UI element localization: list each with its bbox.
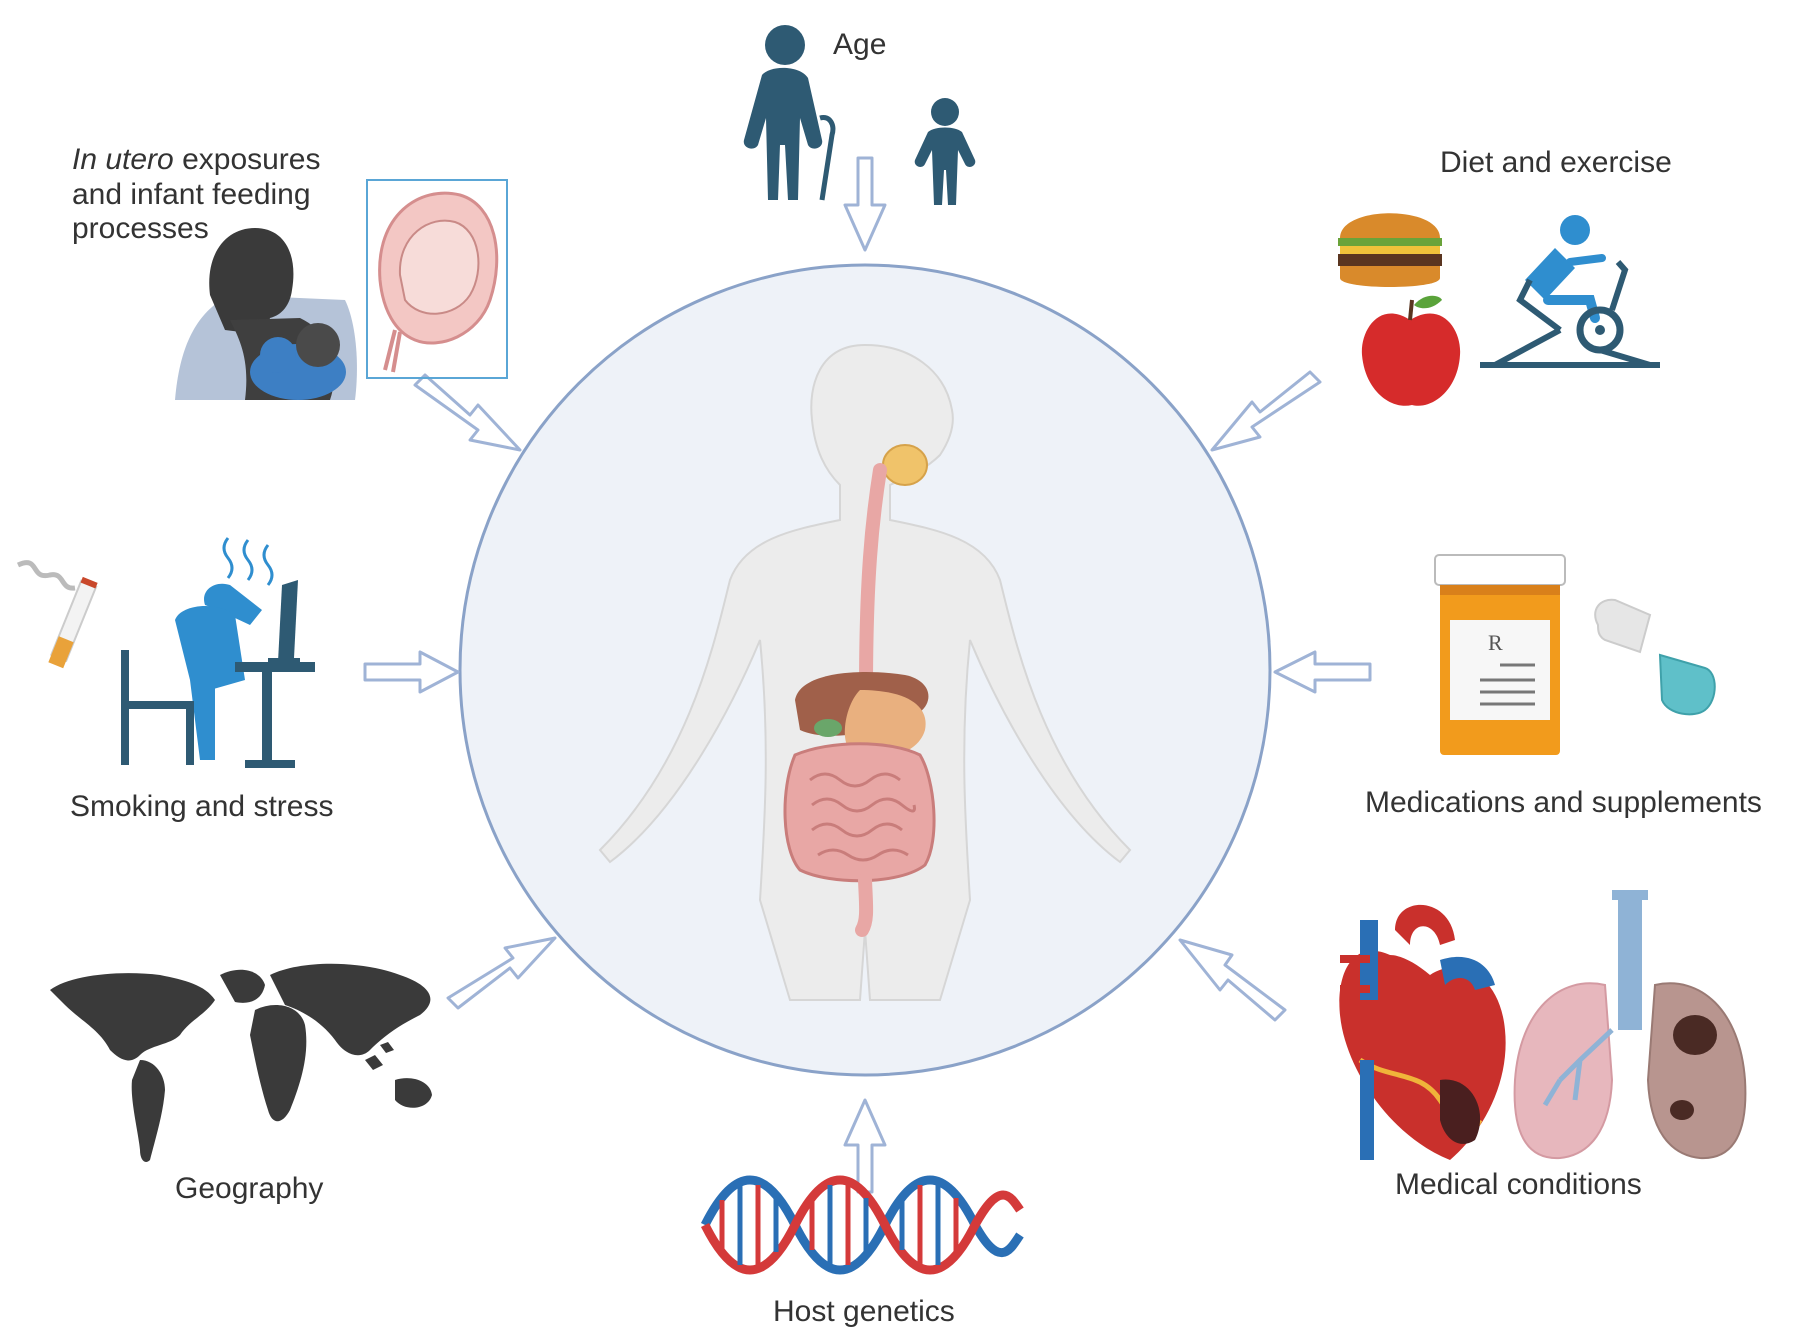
label-geography-text: Geography	[175, 1172, 324, 1205]
label-age-text: Age	[833, 28, 887, 61]
label-smoking: Smoking and stress	[70, 790, 333, 825]
child-icon	[914, 98, 976, 205]
label-geography: Geography	[175, 1172, 323, 1207]
label-genetics-text: Host genetics	[773, 1295, 955, 1328]
label-in-utero: In utero exposures and infant feeding pr…	[72, 143, 320, 247]
arrows	[363, 156, 1372, 1194]
arrow-right	[1273, 650, 1372, 694]
fetus-uterus-icon	[366, 179, 508, 379]
elderly-person-icon	[743, 25, 836, 201]
arrow-bottom-left	[446, 936, 557, 1010]
dna-helix-icon	[700, 1175, 1024, 1275]
label-in-utero-italic: In utero	[72, 143, 174, 176]
label-in-utero-line-2: and infant feeding	[72, 177, 311, 211]
label-in-utero-line1-rest: exposures	[173, 143, 321, 176]
label-diet: Diet and exercise	[1440, 146, 1672, 181]
label-age: Age	[833, 28, 886, 63]
burger-icon	[1338, 213, 1442, 287]
pill-bottle-icon: R	[1434, 554, 1566, 755]
label-in-utero-line-1: In utero exposures	[72, 143, 320, 178]
lungs-icon	[1513, 890, 1747, 1160]
label-diet-text: Diet and exercise	[1440, 146, 1672, 179]
label-medical: Medical conditions	[1395, 1168, 1642, 1203]
label-medical-text: Medical conditions	[1395, 1168, 1642, 1201]
capsule-icon	[1594, 598, 1716, 716]
stressed-worker-icon	[121, 537, 315, 768]
breastfeeding-mother-icon	[175, 228, 357, 400]
arrow-left	[363, 650, 460, 694]
apple-icon	[1361, 295, 1461, 406]
heart-icon	[1339, 904, 1506, 1160]
arrow-top-right	[1210, 370, 1322, 452]
cigarette-icon	[16, 560, 98, 669]
rx-label: R	[1488, 630, 1503, 655]
human-digestive-system-icon	[598, 343, 1132, 1001]
exercise-bike-icon	[1480, 215, 1660, 368]
arrow-top-left	[413, 373, 522, 452]
label-in-utero-line-3: processes	[72, 212, 209, 245]
arrow-bottom	[843, 1098, 887, 1194]
arrow-bottom-right	[1178, 938, 1287, 1022]
label-medications: Medications and supplements	[1365, 786, 1762, 821]
world-map-icon	[50, 963, 432, 1162]
arrow-top	[843, 156, 887, 252]
label-smoking-text: Smoking and stress	[70, 790, 334, 823]
label-medications-text: Medications and supplements	[1365, 786, 1762, 819]
label-genetics: Host genetics	[773, 1295, 955, 1330]
